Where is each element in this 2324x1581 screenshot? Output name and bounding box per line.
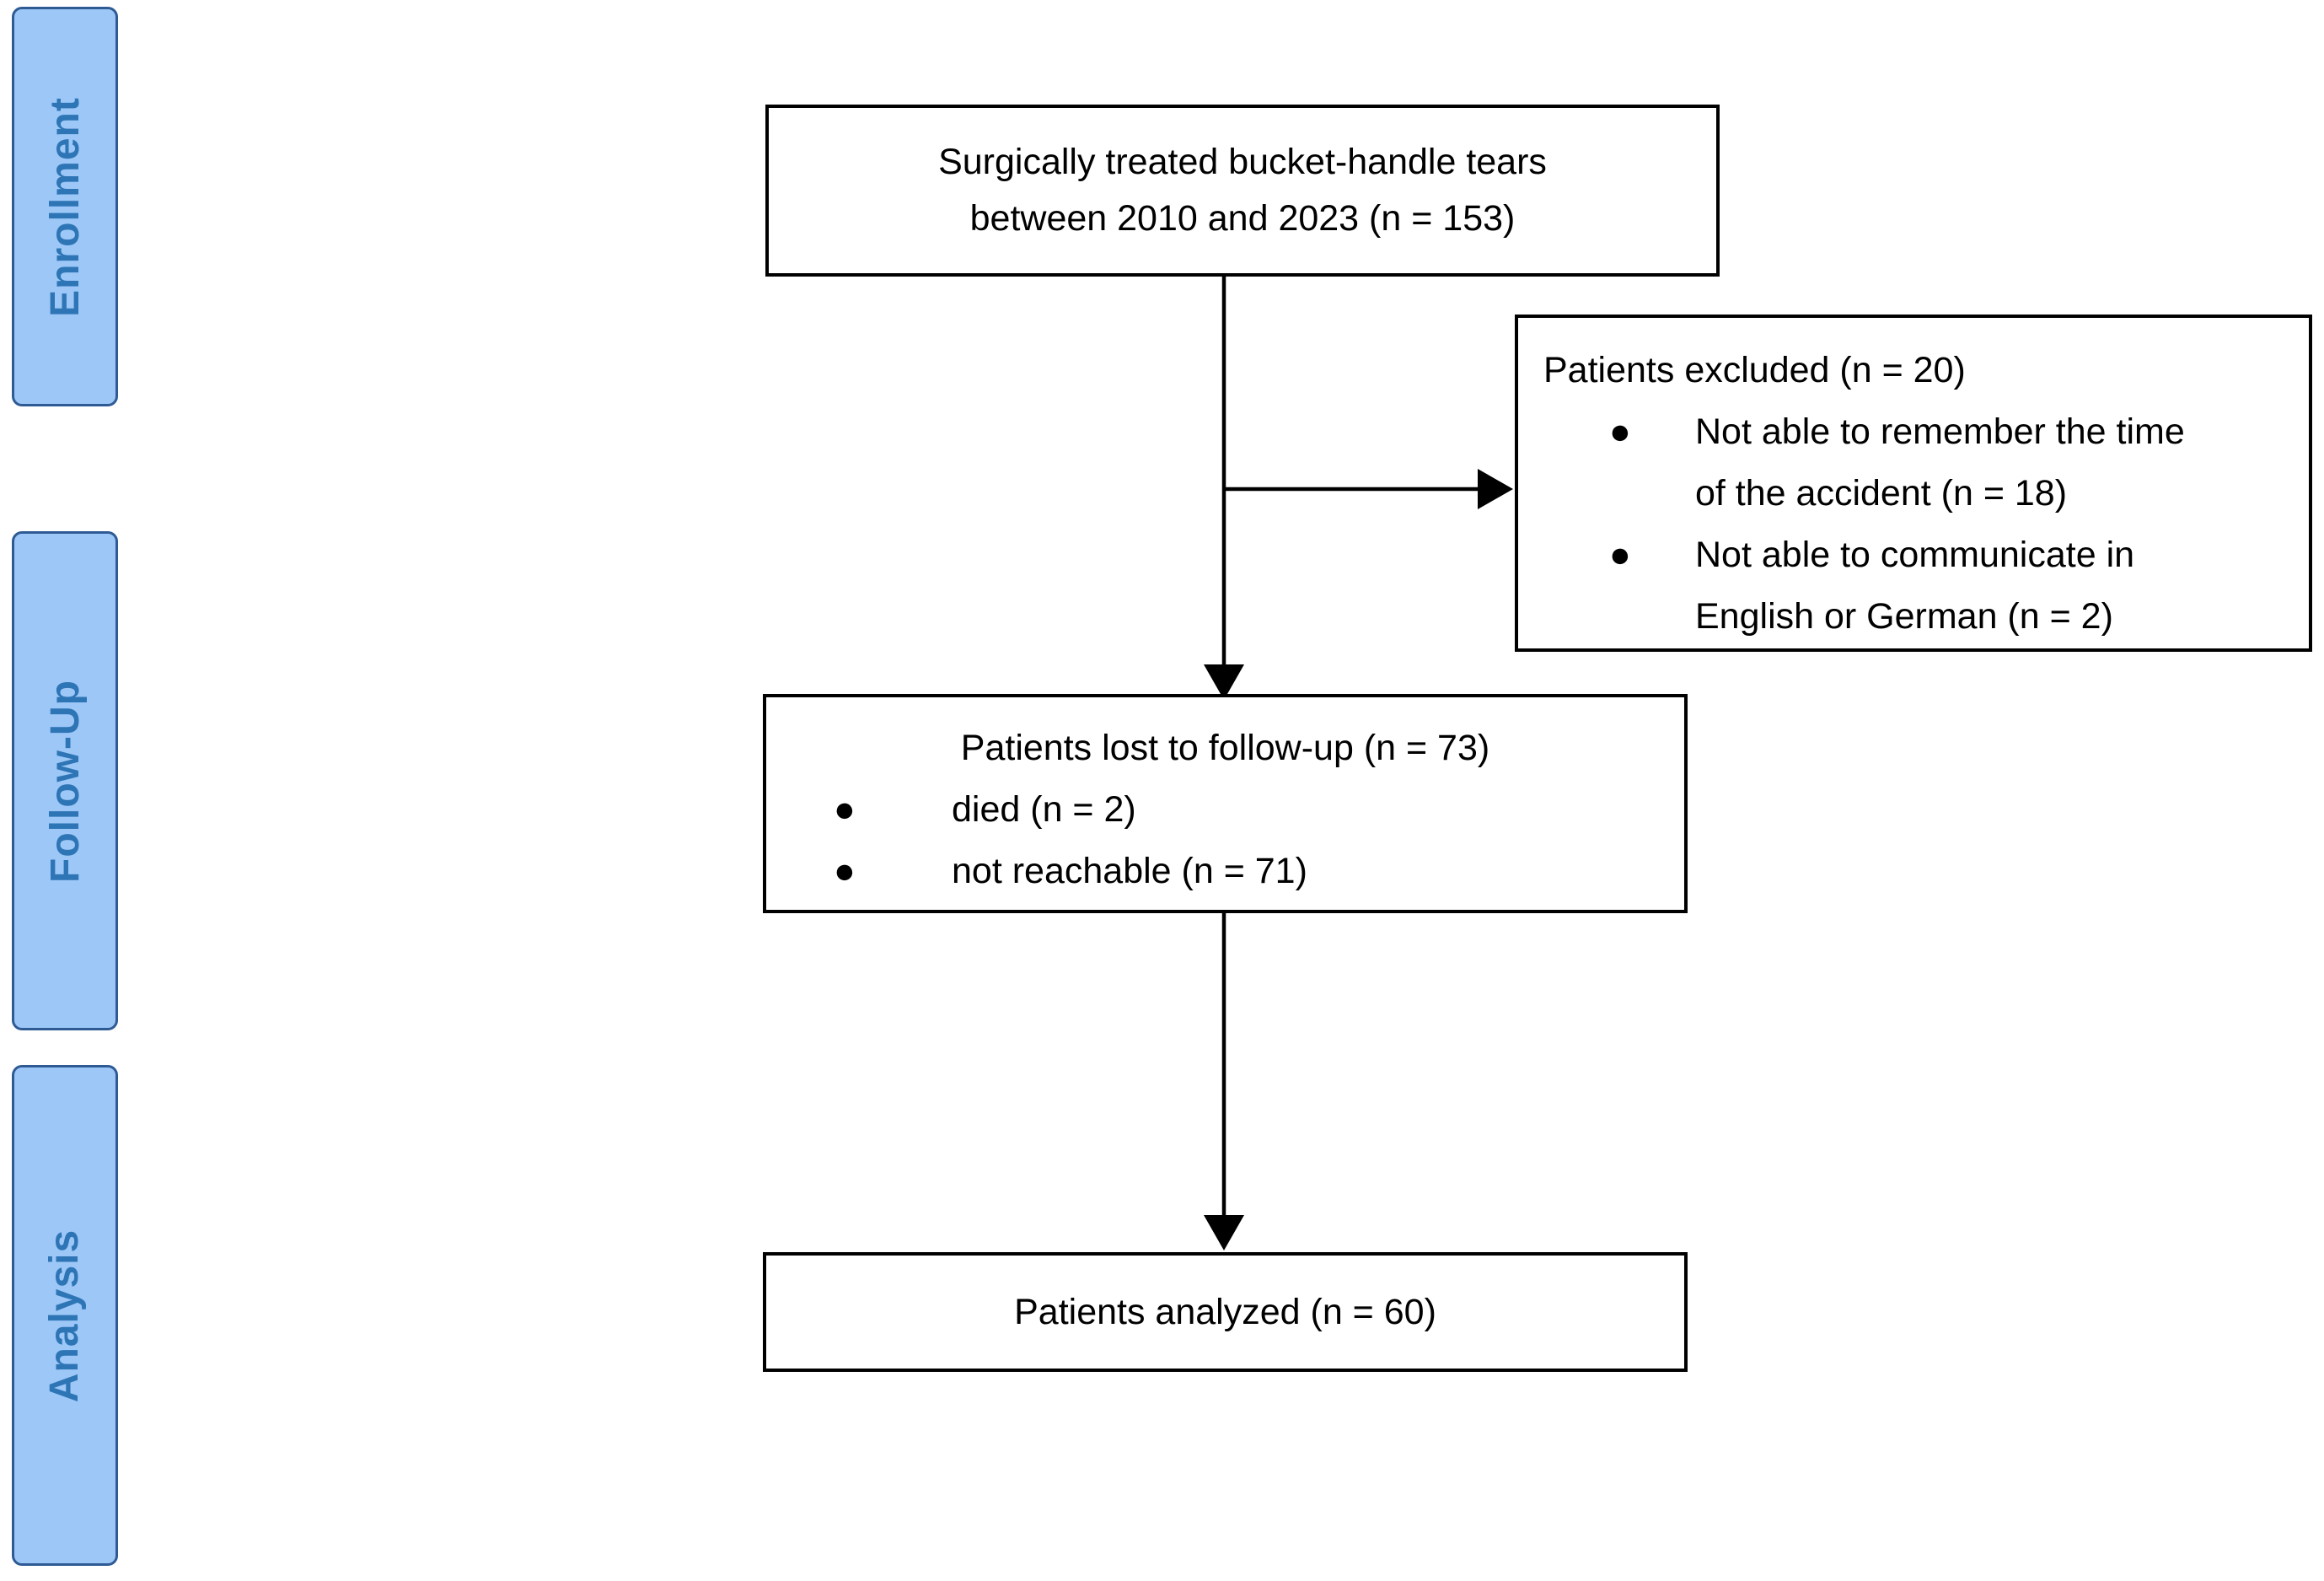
phase-label-analysis: Analysis [12,1065,118,1566]
box-surgically-treated: Surgically treated bucket-handle tears b… [765,105,1720,277]
excluded-bullet-list: ● Not able to remember the time of the a… [1543,401,2295,648]
phase-label-follow-up-text: Follow-Up [42,679,88,883]
box-patients-analyzed: Patients analyzed (n = 60) [763,1252,1688,1372]
phase-label-enrollment: Enrollment [12,7,118,406]
bullet-dot-icon: ● [834,851,856,891]
excluded-bullet2-line2: English or German (n = 2) [1695,596,2113,637]
list-item: ● not reachable (n = 71) [766,841,1684,902]
phase-label-analysis-text: Analysis [42,1229,88,1402]
excluded-bullet2-line1: Not able to communicate in [1695,535,2135,575]
arrow-followup-to-analyzed-head [1204,1215,1244,1250]
list-item: ● Not able to communicate in English or … [1543,524,2295,648]
list-item: ● Not able to remember the time of the a… [1543,401,2295,524]
box-lost-to-followup: Patients lost to follow-up (n = 73) ● di… [763,694,1688,913]
followup-bullet1-line1: died (n = 2) [952,789,1136,830]
arrow-branch-to-excluded-head [1478,469,1513,509]
bullet-dot-icon: ● [834,789,856,830]
excluded-bullet1-line2: of the accident (n = 18) [1695,473,2068,514]
box-lost-to-followup-title: Patients lost to follow-up (n = 73) [960,728,1490,768]
phase-label-follow-up: Follow-Up [12,531,118,1030]
bullet-dot-icon: ● [1609,535,1631,575]
phase-label-enrollment-text: Enrollment [42,96,88,317]
followup-bullet-list: ● died (n = 2) ● not reachable (n = 71) [766,779,1684,902]
box-surgically-treated-line2: between 2010 and 2023 (n = 153) [969,198,1516,239]
box-patients-excluded-title: Patients excluded (n = 20) [1543,350,1966,390]
box-patients-analyzed-title: Patients analyzed (n = 60) [1014,1291,1436,1332]
box-patients-excluded: Patients excluded (n = 20) ● Not able to… [1515,315,2312,652]
bullet-dot-icon: ● [1609,411,1631,452]
list-item: ● died (n = 2) [766,779,1684,841]
followup-bullet2-line1: not reachable (n = 71) [952,851,1307,891]
excluded-bullet1-line1: Not able to remember the time [1695,411,2185,452]
box-surgically-treated-line1: Surgically treated bucket-handle tears [938,142,1547,182]
